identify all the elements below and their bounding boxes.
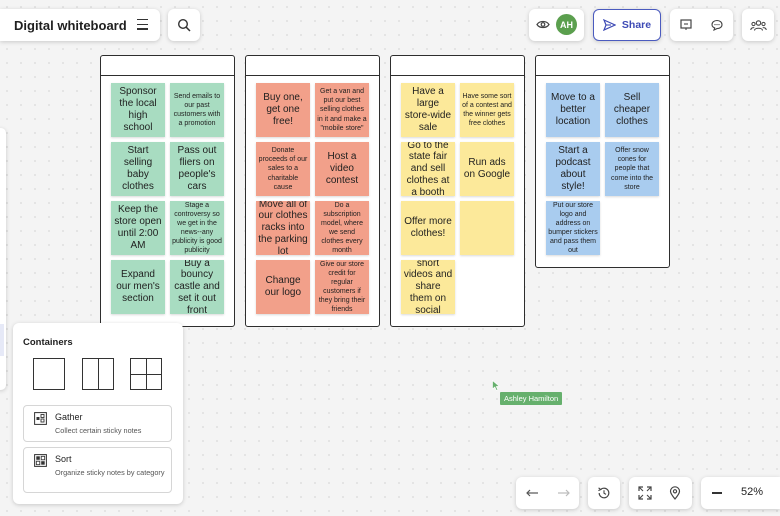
presentation-icon[interactable] [680, 19, 692, 31]
comment-icon[interactable] [711, 19, 723, 31]
people-button[interactable] [742, 9, 774, 41]
sticky-note[interactable]: Sponsor the local high school [111, 83, 165, 137]
gather-tool-name: Gather [55, 412, 83, 422]
sticky-note[interactable]: Start selling baby clothes [111, 142, 165, 196]
gather-tool-description: Collect certain sticky notes [55, 426, 142, 435]
sticky-note[interactable]: Offer snow cones for people that come in… [605, 142, 659, 196]
history-icon [598, 487, 610, 499]
sticky-note[interactable]: Have some sort of a contest and the winn… [460, 83, 514, 137]
sort-icon [34, 454, 47, 467]
share-button[interactable]: Share [593, 9, 661, 41]
view-toolbar [629, 477, 692, 509]
two-column-container-shape[interactable] [82, 358, 114, 390]
sticky-note[interactable]: Host a video contest [315, 142, 369, 196]
sticky-note[interactable]: Move all of our clothes racks into the p… [256, 201, 310, 255]
board-title[interactable]: Digital whiteboard [14, 17, 127, 33]
zoom-control: 52% [701, 477, 780, 509]
left-toolbar-active-item[interactable] [0, 324, 4, 356]
sticky-note[interactable]: Do a subscription model, where we send c… [315, 201, 369, 255]
sticky-note[interactable]: Offer more clothes! [401, 201, 455, 255]
user-avatar[interactable]: AH [556, 14, 577, 35]
sticky-note[interactable]: Buy a bouncy castle and set it out front [170, 260, 224, 314]
gather-icon [34, 412, 47, 425]
sticky-note[interactable]: Donate proceeds of our sales to a charit… [256, 142, 310, 196]
sort-tool-name: Sort [55, 454, 72, 464]
sticky-note[interactable]: Give our store credit for regular custom… [315, 260, 369, 314]
search-icon [177, 18, 191, 32]
sort-tool-description: Organize sticky notes by category [55, 468, 165, 477]
redo-icon[interactable] [557, 487, 570, 499]
sort-tool[interactable]: Sort Organize sticky notes by category [23, 447, 172, 493]
sticky-note[interactable]: Run ads on Google [460, 142, 514, 196]
sticky-note[interactable]: Buy one, get one free! [256, 83, 310, 137]
send-icon [602, 19, 616, 31]
container-header[interactable] [246, 56, 379, 76]
container-header[interactable] [391, 56, 524, 76]
collaborators-panel: AH [529, 9, 584, 41]
collaborator-cursor-label: Ashley Hamilton [500, 392, 563, 405]
zoom-out-icon[interactable] [712, 492, 722, 494]
sticky-note[interactable] [460, 201, 514, 255]
undo-icon[interactable] [526, 487, 539, 499]
history-button[interactable] [588, 477, 620, 509]
container-2[interactable]: Buy one, get one free! Get a van and put… [245, 55, 380, 327]
feedback-toolbar [670, 9, 733, 41]
location-pin-icon[interactable] [669, 486, 681, 500]
container-header[interactable] [536, 56, 669, 76]
sticky-note[interactable]: Change our logo [256, 260, 310, 314]
search-button[interactable] [168, 9, 200, 41]
sticky-note[interactable]: Send emails to our past customers with a… [170, 83, 224, 137]
container-header[interactable] [101, 56, 234, 76]
sticky-note[interactable]: Have a large store-wide sale [401, 83, 455, 137]
sticky-note[interactable]: Get a van and put our best selling cloth… [315, 83, 369, 137]
left-toolbar [0, 128, 6, 390]
collaborator-cursor-icon [492, 380, 500, 391]
share-label: Share [621, 19, 652, 31]
eye-icon[interactable] [536, 19, 550, 30]
gather-tool[interactable]: Gather Collect certain sticky notes [23, 405, 172, 442]
single-container-shape[interactable] [33, 358, 65, 390]
sticky-note[interactable]: Create short videos and share them on so… [401, 260, 455, 314]
sticky-note[interactable]: Put our store logo and address on bumper… [546, 201, 600, 255]
container-4[interactable]: Move to a better location Sell cheaper c… [535, 55, 670, 268]
panel-title: Containers [23, 337, 73, 348]
sticky-note[interactable]: Move to a better location [546, 83, 600, 137]
zoom-level[interactable]: 52% [741, 486, 764, 498]
grid-container-shape[interactable] [130, 358, 162, 390]
sticky-note[interactable]: Keep the store open until 2:00 AM [111, 201, 165, 255]
sticky-note[interactable]: Sell cheaper clothes [605, 83, 659, 137]
fit-to-screen-icon[interactable] [638, 486, 652, 500]
containers-panel: Containers Gather Collect certain sticky… [13, 323, 183, 504]
sticky-note[interactable]: Pass out fliers on people's cars [170, 142, 224, 196]
sticky-note[interactable]: Expand our men's section [111, 260, 165, 314]
sticky-note[interactable]: Go to the state fair and sell clothes at… [401, 142, 455, 196]
sticky-note[interactable]: Stage a controversy so we get in the new… [170, 201, 224, 255]
undo-redo-toolbar [516, 477, 579, 509]
container-3[interactable]: Have a large store-wide sale Have some s… [390, 55, 525, 327]
people-icon [749, 19, 767, 31]
sticky-note[interactable]: Start a podcast about style! [546, 142, 600, 196]
board-title-bar: Digital whiteboard [0, 9, 160, 41]
menu-icon[interactable] [137, 19, 148, 30]
container-1[interactable]: Sponsor the local high school Send email… [100, 55, 235, 327]
